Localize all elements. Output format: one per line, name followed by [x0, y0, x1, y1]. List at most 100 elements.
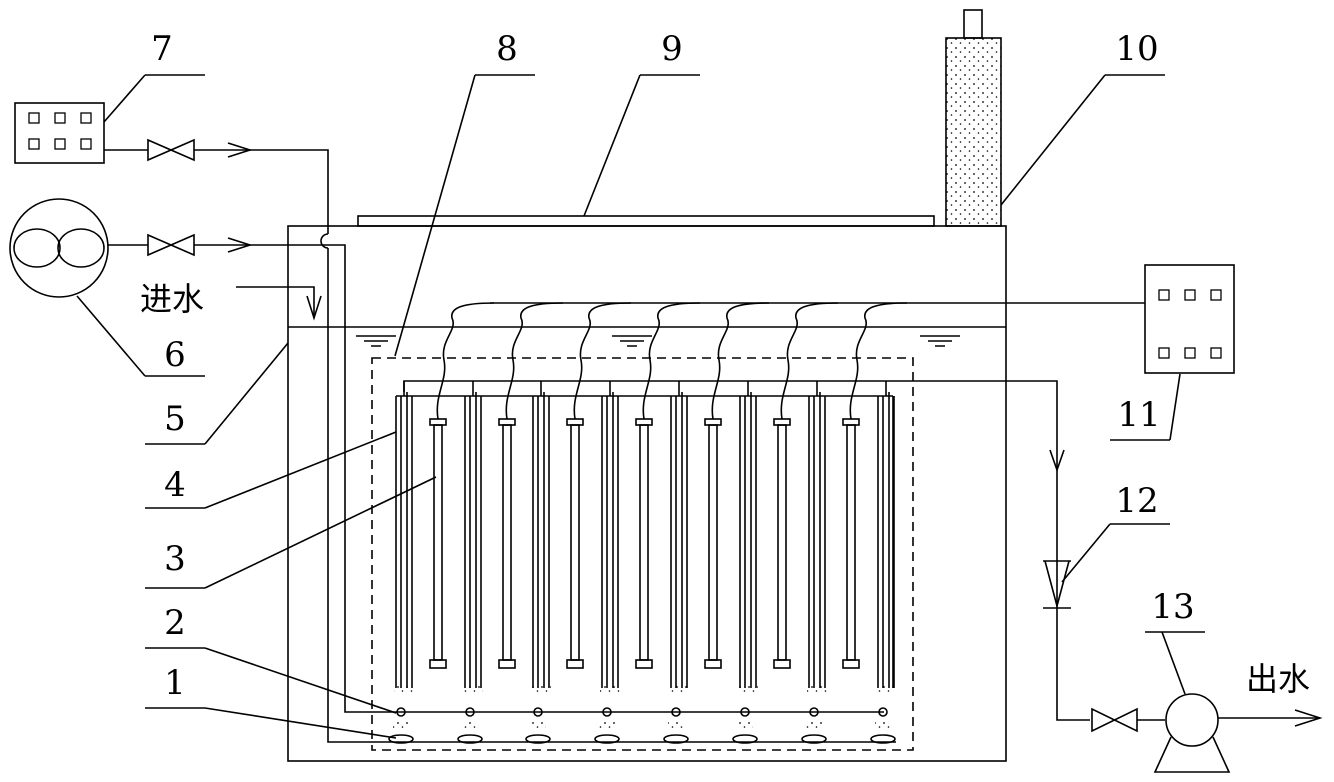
lamp-cable	[849, 302, 908, 420]
bubbles	[875, 720, 891, 730]
uv-lamp	[433, 424, 443, 661]
diffuser	[533, 707, 543, 717]
gas-pipe-7b	[327, 248, 896, 743]
bubbles	[807, 684, 827, 692]
module-frame	[371, 357, 914, 751]
bubbles	[737, 720, 753, 730]
blower-6	[9, 198, 109, 298]
gas-pipe-6	[194, 244, 884, 713]
vent-cap	[963, 9, 983, 39]
water-level-symbols	[356, 335, 960, 347]
bubbles	[738, 684, 758, 692]
diffuser	[602, 707, 612, 717]
label-7: 7	[151, 29, 173, 69]
label-3: 3	[164, 539, 186, 579]
uv-lamp	[708, 424, 718, 661]
bubbles	[600, 684, 620, 692]
outlet-valve	[1091, 707, 1138, 733]
label-12: 12	[1115, 481, 1158, 521]
lamp-cap	[635, 418, 653, 426]
lamp-cap	[429, 418, 447, 426]
diffuser	[740, 707, 750, 717]
gas-pipe-7	[194, 149, 329, 234]
valve-7	[147, 138, 195, 162]
aerator-disc	[525, 734, 551, 744]
light-cover	[357, 215, 935, 227]
aerator-disc	[457, 734, 483, 744]
bubbles	[462, 720, 478, 730]
aerator-disc	[663, 734, 689, 744]
outlet-arrow	[1049, 449, 1065, 473]
flowmeter	[1043, 560, 1071, 610]
aerator-disc	[732, 734, 758, 744]
number-labels: 7 8 9 10 6 5 4 3 2 1 11 12 13	[151, 29, 1194, 703]
label-9: 9	[661, 29, 683, 69]
inlet-line	[236, 286, 315, 318]
lamp-base	[704, 659, 722, 669]
bubbles	[806, 720, 822, 730]
crossover	[320, 233, 329, 249]
arrow-7	[227, 142, 253, 158]
lamp-cable	[780, 302, 839, 420]
uv-lamp	[570, 424, 580, 661]
label-13: 13	[1151, 587, 1194, 627]
vent-column	[945, 37, 1002, 227]
label-2: 2	[164, 603, 186, 643]
outlet-arrowhead	[1294, 709, 1323, 727]
inlet-label: 进水	[140, 280, 204, 318]
membrane-units	[388, 302, 908, 744]
lamp-cap	[566, 418, 584, 426]
bubbles	[394, 684, 414, 692]
blower-lobe-left	[13, 228, 61, 268]
controller-11-buttons	[1158, 289, 1222, 359]
lamp-cap	[498, 418, 516, 426]
arrow-6	[227, 237, 253, 253]
bubbles	[393, 720, 409, 730]
bubbles	[668, 720, 684, 730]
pump	[1153, 693, 1231, 773]
uv-lamp	[502, 424, 512, 661]
inlet-arrowhead	[306, 295, 322, 321]
diffuser	[396, 707, 406, 717]
lamp-cap	[842, 418, 860, 426]
blower-lobe-right	[57, 228, 105, 268]
aerator-disc	[870, 734, 896, 744]
collection-header	[403, 380, 1090, 721]
aerator-disc	[594, 734, 620, 744]
lamp-base	[566, 659, 584, 669]
controller-7-buttons	[28, 112, 92, 150]
diffuser	[809, 707, 819, 717]
lamp-cable	[711, 302, 770, 420]
valve-6	[147, 233, 195, 257]
lamp-base	[498, 659, 516, 669]
label-10: 10	[1115, 29, 1158, 69]
lamp-base	[773, 659, 791, 669]
controller-11	[1144, 264, 1235, 374]
lamp-cable	[642, 302, 701, 420]
lamp-cable	[505, 302, 564, 420]
bubbles	[531, 684, 551, 692]
bubbles	[599, 720, 615, 730]
aerator-disc	[801, 734, 827, 744]
lamp-cable	[573, 302, 632, 420]
uv-lamp	[777, 424, 787, 661]
label-11: 11	[1117, 395, 1160, 435]
label-1: 1	[164, 663, 186, 703]
diffuser	[878, 707, 888, 717]
bubbles	[669, 684, 689, 692]
diffuser	[465, 707, 475, 717]
bubbles	[876, 684, 896, 692]
bubbles	[463, 684, 483, 692]
label-5: 5	[164, 399, 186, 439]
label-6: 6	[164, 335, 186, 375]
lamp-base	[635, 659, 653, 669]
label-4: 4	[164, 465, 186, 505]
diffuser	[671, 707, 681, 717]
lamp-base	[842, 659, 860, 669]
leader-lines	[76, 74, 1205, 739]
lamp-cap	[773, 418, 791, 426]
aerator-disc	[388, 734, 414, 744]
outlet-label: 出水	[1246, 660, 1310, 698]
lamp-cap	[704, 418, 722, 426]
